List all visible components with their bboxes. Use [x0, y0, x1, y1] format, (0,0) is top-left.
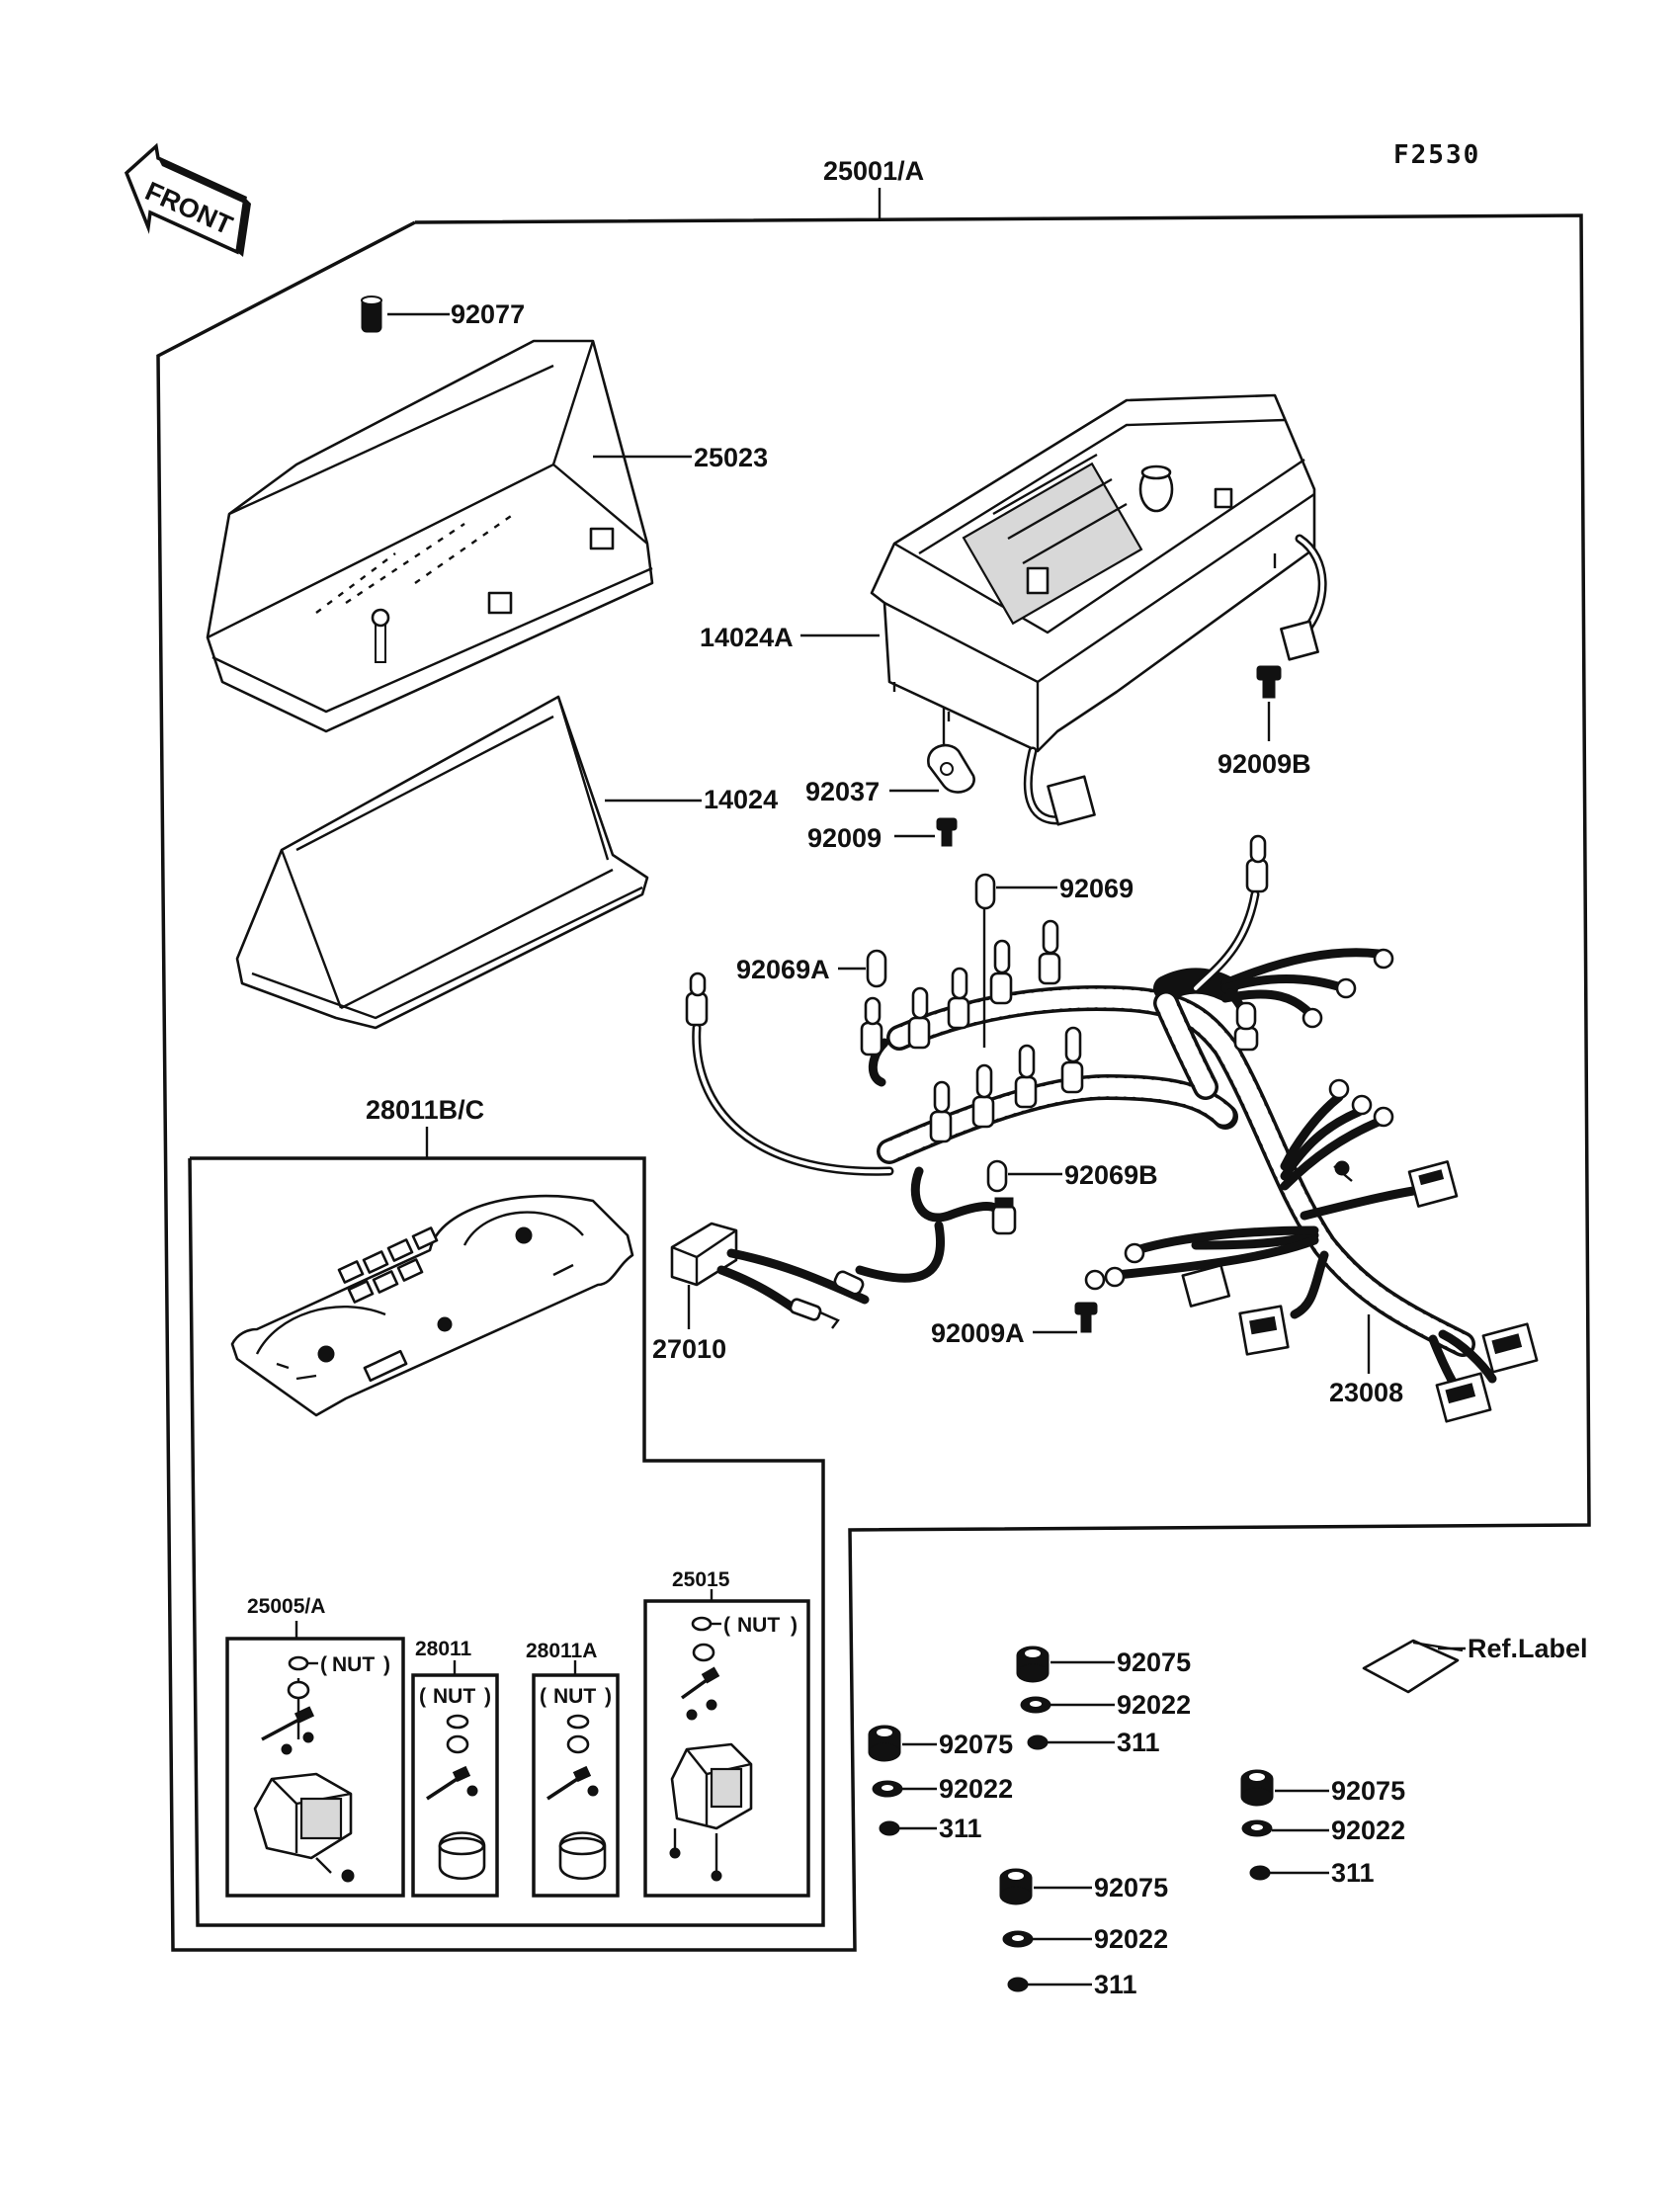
- label-23008: 23008: [1329, 1378, 1403, 1407]
- label-311: 311: [1117, 1728, 1160, 1757]
- meter-cover-25023: [206, 339, 654, 733]
- label-92075: 92075: [1094, 1873, 1168, 1902]
- washer-92022: [1002, 1930, 1034, 1948]
- bulb-92069: [974, 873, 996, 910]
- svg-text:(: (: [320, 1653, 327, 1676]
- meter-panel-28011BC: [230, 1194, 634, 1417]
- front-arrow-icon: FRONT: [124, 142, 251, 257]
- nut-311: [1007, 1977, 1029, 1992]
- nut-311: [1027, 1734, 1049, 1750]
- label-25015: 25015: [672, 1568, 730, 1591]
- label-14024: 14024: [704, 785, 778, 814]
- label-92075: 92075: [1117, 1648, 1191, 1677]
- gauge-25015: [669, 1643, 753, 1882]
- bulb-socket: [989, 939, 1013, 1005]
- label-27010: 27010: [652, 1334, 726, 1364]
- bracket-92037: [927, 743, 975, 794]
- label-25005A: 25005/A: [247, 1595, 325, 1618]
- assembly-boundary-25001A: [156, 213, 1591, 1952]
- bulb-socket: [947, 967, 970, 1030]
- grommet-92075: [1016, 1646, 1050, 1683]
- label-28011: 28011: [415, 1638, 472, 1660]
- label-14024A: 14024A: [700, 623, 794, 652]
- label-92009B: 92009B: [1218, 749, 1311, 779]
- label-92009: 92009: [807, 823, 882, 853]
- label-92069A: 92069A: [736, 955, 830, 984]
- label-28011BC: 28011B/C: [366, 1095, 484, 1125]
- label-311: 311: [939, 1814, 982, 1843]
- svg-text:(: (: [419, 1685, 426, 1708]
- bulb-socket: [971, 1063, 995, 1129]
- bulb-socket: [907, 986, 931, 1050]
- grommet-92075: [999, 1868, 1033, 1905]
- svg-text:): ): [791, 1614, 798, 1637]
- svg-text:): ): [383, 1653, 390, 1676]
- screw-92009: [936, 817, 958, 847]
- bulb-socket: [1060, 1026, 1084, 1094]
- svg-text:(: (: [540, 1685, 546, 1708]
- sensor-27010: [670, 1221, 945, 1329]
- svg-text:(: (: [723, 1614, 730, 1637]
- label-25001A: 25001/A: [823, 156, 924, 186]
- screw-92009B: [1256, 665, 1282, 699]
- nut-indicator: ( NUT ): [288, 1653, 390, 1676]
- label-92069: 92069: [1059, 874, 1134, 903]
- svg-text:NUT: NUT: [332, 1653, 375, 1676]
- label-92022: 92022: [939, 1774, 1013, 1804]
- label-92075: 92075: [939, 1730, 1013, 1759]
- cap-92077: [361, 296, 382, 333]
- label-92037: 92037: [805, 777, 880, 806]
- screw-92009A: [1074, 1302, 1098, 1333]
- gauge-28011: [426, 1714, 486, 1880]
- svg-text:NUT: NUT: [433, 1685, 475, 1708]
- bulb-92069B: [986, 1159, 1008, 1193]
- assembly-boundary-28011BC: [188, 1156, 825, 1927]
- label-92009A: 92009A: [931, 1318, 1025, 1348]
- washer-92022: [872, 1780, 903, 1798]
- box-25015: [643, 1599, 810, 1898]
- label-92022: 92022: [1117, 1690, 1191, 1720]
- svg-text:): ): [605, 1685, 612, 1708]
- label-92022: 92022: [1094, 1924, 1168, 1954]
- box-25005A: [225, 1637, 405, 1898]
- bulb-socket: [1014, 1044, 1038, 1109]
- wire-harness-23008: [685, 834, 1539, 1423]
- grommet-92075: [1240, 1769, 1274, 1807]
- bulb-92069A: [866, 949, 887, 988]
- meter-case-14024A: [870, 393, 1327, 826]
- figure-number: F2530: [1393, 140, 1480, 170]
- bulb-socket: [860, 996, 889, 1087]
- washer-92022: [1020, 1696, 1051, 1714]
- gauge-28011A: [546, 1714, 607, 1880]
- label-ref-label: Ref.Label: [1468, 1634, 1588, 1663]
- label-311: 311: [1331, 1858, 1375, 1888]
- nut-311: [879, 1820, 900, 1836]
- nut-indicator: ( NUT ): [691, 1614, 798, 1637]
- svg-text:): ): [484, 1685, 491, 1708]
- svg-text:NUT: NUT: [553, 1685, 596, 1708]
- svg-text:NUT: NUT: [737, 1614, 780, 1637]
- grommet-92075: [868, 1725, 901, 1762]
- washer-92022: [1241, 1819, 1273, 1837]
- label-28011A: 28011A: [526, 1640, 597, 1662]
- label-311: 311: [1094, 1970, 1137, 1999]
- meter-visor-14024: [235, 695, 649, 1030]
- nut-311: [1249, 1865, 1271, 1881]
- label-92022: 92022: [1331, 1816, 1405, 1845]
- gauge-25005A: [253, 1678, 355, 1883]
- label-92069B: 92069B: [1064, 1160, 1158, 1190]
- bulb-socket: [929, 1080, 953, 1143]
- bulb-socket: [1038, 919, 1061, 985]
- label-92075: 92075: [1331, 1776, 1405, 1806]
- label-92077: 92077: [451, 299, 525, 329]
- label-25023: 25023: [694, 443, 768, 472]
